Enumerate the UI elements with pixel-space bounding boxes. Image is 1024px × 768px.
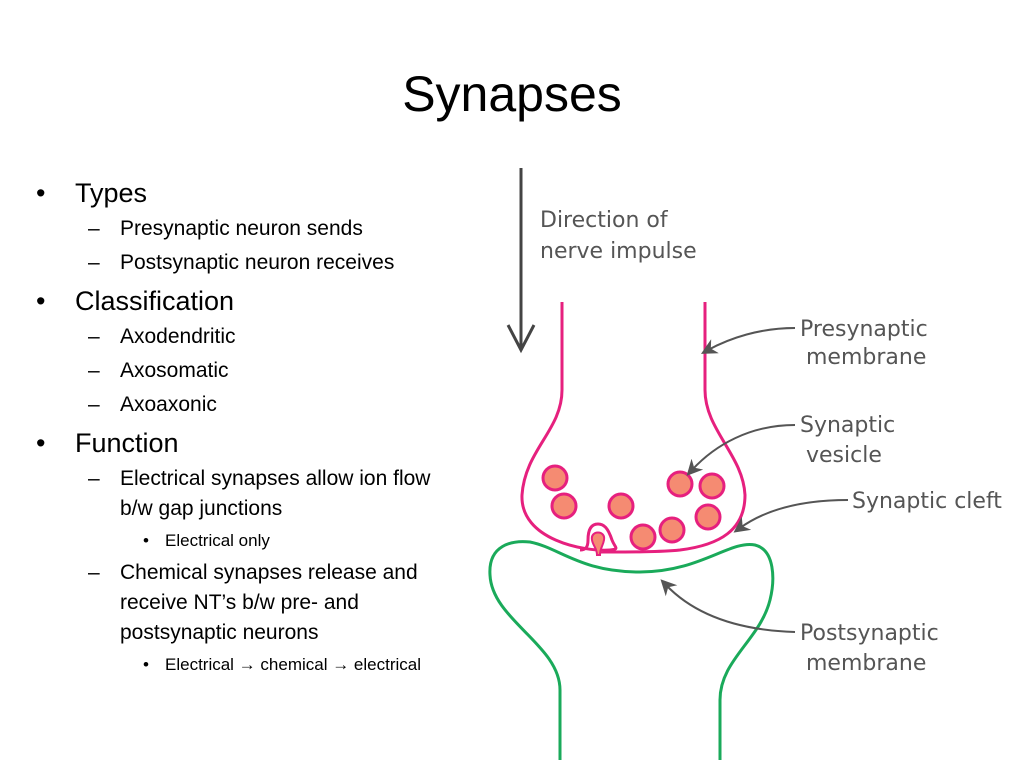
sub-bullet-axoaxonic: –Axoaxonic — [88, 390, 510, 420]
cleft-label: Synaptic cleft — [852, 489, 1002, 514]
sub-bullet-electrical: –Electrical synapses allow ion flow b/w g… — [88, 464, 510, 524]
vesicle-label-line2: vesicle — [806, 443, 882, 468]
synapse-diagram: Direction of nerve impulse Presynaptic m… — [488, 168, 1002, 760]
note-text: Electrical only — [165, 531, 270, 550]
dot-marker: • — [143, 531, 149, 550]
vesicle — [666, 470, 694, 498]
presynaptic-label-line2: membrane — [806, 345, 926, 370]
postsynaptic-label-line1: Postsynaptic — [800, 621, 939, 646]
cleft-callout-arrow — [733, 499, 849, 533]
postsynaptic-membrane — [488, 540, 775, 760]
vesicle-callout-arrow — [686, 424, 796, 476]
bullet-classification: Classification — [30, 284, 510, 318]
dot-marker: • — [143, 655, 149, 674]
note-text: Electrical → chemical → electrical — [165, 655, 422, 674]
sub-bullet-text: b/w gap junctions — [120, 497, 283, 520]
sub-bullet-text: Postsynaptic neuron receives — [120, 251, 395, 274]
direction-label-line2: nerve impulse — [540, 239, 697, 264]
note-electrical-chemical: • Electrical → chemical → electrical — [143, 652, 510, 678]
sub-bullet-text: postsynaptic neurons — [120, 621, 319, 644]
sub-bullet-text: Axoaxonic — [120, 393, 217, 416]
vesicle — [658, 516, 686, 544]
vesicle — [629, 523, 657, 551]
sub-bullet-axosomatic: –Axosomatic — [88, 356, 510, 386]
vesicle — [541, 464, 569, 492]
direction-label-line1: Direction of — [540, 208, 669, 233]
vesicle — [550, 492, 578, 520]
bullet-types: Types — [30, 176, 510, 210]
dash-marker: – — [88, 393, 100, 416]
synaptic-vesicles — [541, 464, 726, 551]
slide-title: Synapses — [402, 66, 622, 122]
vesicle — [607, 492, 635, 520]
bullet-function: Function — [30, 426, 510, 460]
note-electrical-only: • Electrical only — [143, 528, 510, 554]
postsynaptic-callout-arrow — [660, 579, 796, 633]
sub-bullet-axodendritic: –Axodendritic — [88, 322, 510, 352]
dash-marker: – — [88, 467, 100, 490]
presynaptic-callout-arrow — [700, 327, 796, 354]
direction-arrow — [506, 168, 536, 354]
sub-bullet-text: Chemical synapses release and — [120, 561, 418, 584]
fusing-vesicle — [590, 531, 606, 556]
dash-marker: – — [88, 251, 100, 274]
sub-bullet-presynaptic: –Presynaptic neuron sends — [88, 214, 510, 244]
sub-bullet-text: Electrical synapses allow ion flow — [120, 467, 431, 490]
sub-bullet-text: Presynaptic neuron sends — [120, 217, 363, 240]
sub-bullet-text: receive NT’s b/w pre- and — [120, 591, 359, 614]
sub-bullet-chemical: –Chemical synapses release and receive NT… — [88, 558, 510, 648]
dash-marker: – — [88, 359, 100, 382]
dash-marker: – — [88, 325, 100, 348]
sub-bullet-postsynaptic: –Postsynaptic neuron receives — [88, 248, 510, 278]
bullet-list: Types –Presynaptic neuron sends –Postsyn… — [30, 172, 510, 678]
sub-bullet-text: Axosomatic — [120, 359, 229, 382]
dash-marker: – — [88, 561, 100, 584]
postsynaptic-label-line2: membrane — [806, 651, 926, 676]
vesicle — [698, 472, 726, 500]
presynaptic-label-line1: Presynaptic — [800, 317, 928, 342]
vesicle-label-line1: Synaptic — [800, 413, 895, 438]
dash-marker: – — [88, 217, 100, 240]
vesicle — [694, 503, 722, 531]
sub-bullet-text: Axodendritic — [120, 325, 236, 348]
